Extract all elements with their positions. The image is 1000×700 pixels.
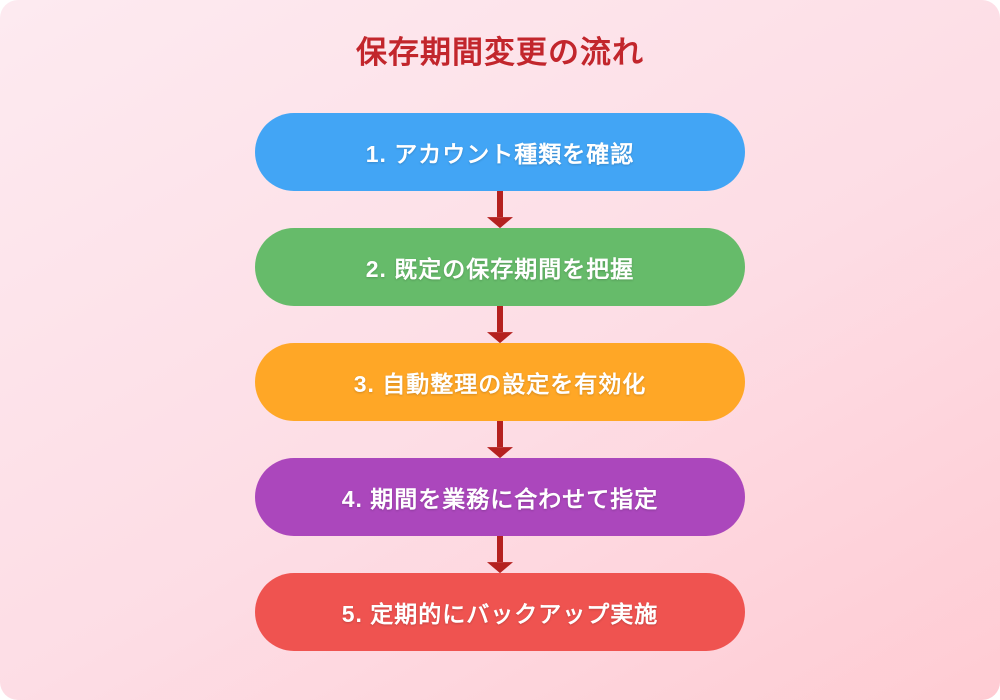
arrow-head: [487, 562, 513, 574]
flow-step-1: 1. アカウント種類を確認: [255, 113, 745, 192]
flow-step-5: 5. 定期的にバックアップ実施: [255, 573, 745, 652]
arrow-head: [487, 217, 513, 229]
arrow-stem: [497, 191, 503, 218]
flow-diagram: 1. アカウント種類を確認 2. 既定の保存期間を把握 3. 自動整理の設定を有…: [255, 113, 745, 652]
arrow-stem: [497, 421, 503, 448]
arrow-head: [487, 447, 513, 459]
arrow-stem: [497, 536, 503, 563]
flow-step-4: 4. 期間を業務に合わせて指定: [255, 458, 745, 537]
down-arrow-icon: [487, 191, 513, 229]
flow-step-2: 2. 既定の保存期間を把握: [255, 228, 745, 307]
down-arrow-icon: [487, 306, 513, 344]
down-arrow-icon: [487, 536, 513, 574]
flow-step-3: 3. 自動整理の設定を有効化: [255, 343, 745, 422]
down-arrow-icon: [487, 421, 513, 459]
page-title: 保存期間変更の流れ: [356, 35, 644, 70]
arrow-head: [487, 332, 513, 344]
arrow-stem: [497, 306, 503, 333]
